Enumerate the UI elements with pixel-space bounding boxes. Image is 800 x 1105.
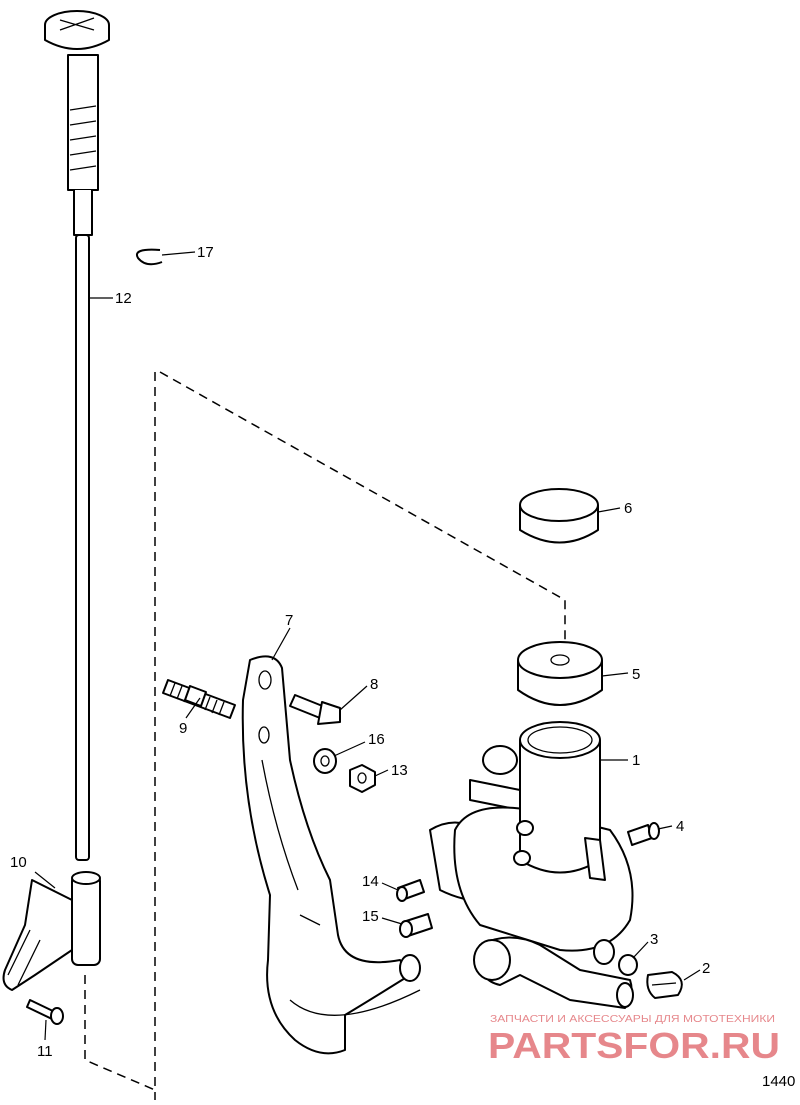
callout-labels: 17 12 6 5 7 8 9 16 13 1 4 10 14 15 3 2 1… xyxy=(10,244,710,1060)
fitting-part-14 xyxy=(396,879,425,902)
callout-4: 4 xyxy=(676,818,684,835)
callout-2: 2 xyxy=(702,960,710,977)
callout-9: 9 xyxy=(179,720,187,737)
o-ring-part xyxy=(618,954,638,976)
callout-13: 13 xyxy=(391,762,408,779)
callout-10: 10 xyxy=(10,854,27,871)
callout-17: 17 xyxy=(197,244,214,261)
dipstick-part xyxy=(44,10,110,861)
callout-11: 11 xyxy=(37,1043,53,1060)
bolt-part xyxy=(289,694,341,725)
screw-part-11 xyxy=(26,999,64,1025)
washer-part xyxy=(313,748,337,774)
callout-3: 3 xyxy=(650,931,658,948)
callout-12: 12 xyxy=(115,290,132,307)
nut-part xyxy=(349,764,376,793)
callout-6: 6 xyxy=(624,500,632,517)
callout-14: 14 xyxy=(362,873,379,890)
callout-5: 5 xyxy=(632,666,640,683)
callout-8: 8 xyxy=(370,676,378,693)
figure-number: 1440 xyxy=(762,1073,795,1090)
housing-part xyxy=(429,721,634,1009)
leader-lines xyxy=(34,251,701,1041)
screw-part-4 xyxy=(627,822,660,846)
callout-15: 15 xyxy=(362,908,379,925)
guide-clip-part xyxy=(2,871,101,991)
watermark-brand: PARTSFOR.RU xyxy=(488,1025,780,1066)
callout-16: 16 xyxy=(368,731,385,748)
assembly-reference-lines xyxy=(84,371,566,1100)
retaining-ring-part xyxy=(136,248,163,266)
callout-7: 7 xyxy=(285,612,293,629)
callout-1: 1 xyxy=(632,752,640,769)
watermark: ЗАПЧАСТИ И АКСЕССУАРЫ ДЛЯ МОТОТЕХНИКИ PA… xyxy=(488,1014,780,1066)
watermark-caption: ЗАПЧАСТИ И АКСЕССУАРЫ ДЛЯ МОТОТЕХНИКИ xyxy=(490,1014,775,1025)
filter-part xyxy=(517,641,603,706)
drain-plug-part xyxy=(646,971,683,999)
bracket-part xyxy=(241,655,421,1055)
cap-part xyxy=(519,488,599,544)
fitting-part-15 xyxy=(399,913,433,938)
